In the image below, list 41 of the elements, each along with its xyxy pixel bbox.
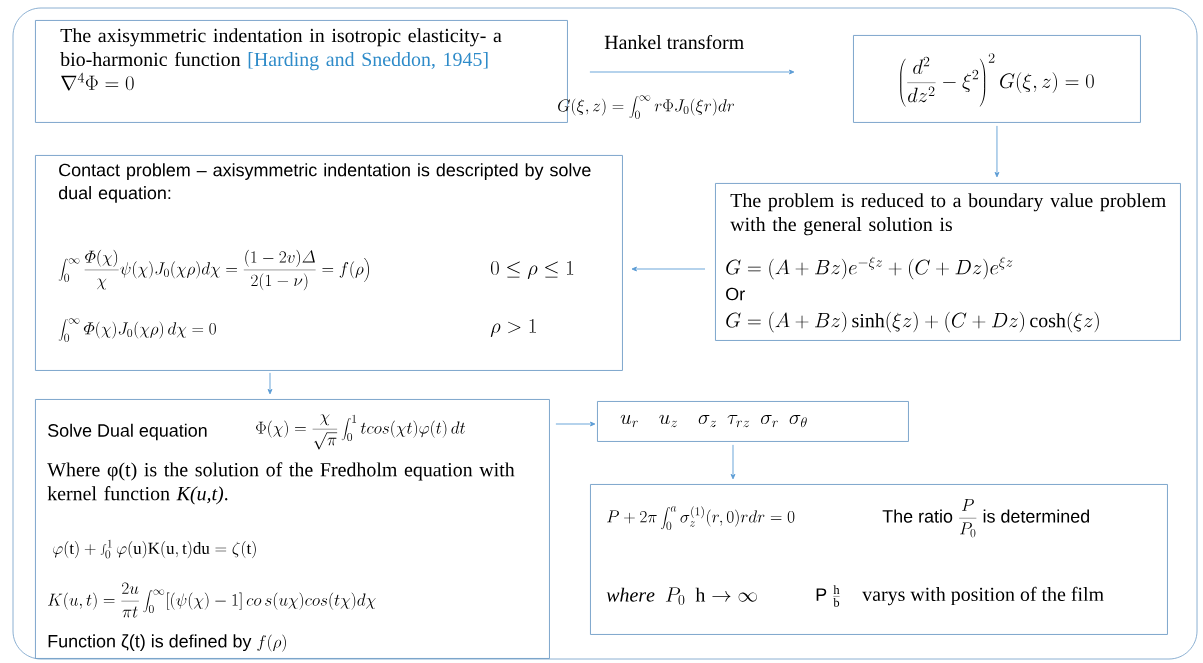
equation: $\mathit{where}\ \ P_0\ \ \mathrm{h}\rightarrow\infty$ <box>606 587 757 605</box>
arrow <box>730 444 736 480</box>
arrow <box>994 125 1000 178</box>
equation: $\int_0^\infty\mathnormal{\Phi}(\chi)J_0(\chi\rho)\,d\chi=0$ <box>58 318 216 342</box>
process-box <box>35 399 550 659</box>
equation: $\left(\frac{d^2}{dz^2}-\xi^2\right)^2 G(\xi,z)=0$ <box>900 53 1094 107</box>
equation: $\varphi(\mathrm{t})+\int_0^1\varphi(\mathrm{u})\mathrm{K}(\mathrm{u,t})\mathrm{du}=\zeta(\mathrm{t})$ <box>53 539 256 559</box>
process-box <box>597 401 909 442</box>
equation: $G=(A+Bz)e^{-\xi z}+(C+Dz)e^{\xi z}$ <box>726 256 1013 280</box>
equation: $G(\xi,z)=\int_0^\infty r\Phi J_0(\xi r)dr$ <box>558 95 735 119</box>
description-text: Or <box>726 287 745 301</box>
equation: P $\frac{\mathrm{h}}{\mathrm{b}}$ <box>816 585 840 607</box>
node-label: The axisymmetric indentation in isotropic elasticity- a <box>60 28 502 47</box>
equation: $\int_0^\infty\frac{\mathnormal{\Phi}(\chi)}{\chi}\psi(\chi)J_0(\chi\rho)d\chi=\frac{(1-2v)\mathnormal{\Delta}}{2(1-\nu)}=f(\rho\biggr)$ <box>58 249 369 291</box>
edge-label: Hankel transform <box>603 33 746 51</box>
arrow <box>631 266 706 272</box>
process-box <box>35 155 623 371</box>
condition-text: $0\le\rho\le 1$ <box>491 261 574 280</box>
equation: $\Phi(\chi)=\frac{\chi}{\sqrt{\pi}}\int_0^1 tcos(\chi t)\varphi(t)\,dt$ <box>256 414 466 450</box>
node-label: bio-harmonic function <box>60 51 241 67</box>
description-text: Where φ(t) is the solution of the Fredholm equation with kernel function K(u,t). <box>47 462 515 505</box>
equation: $K(u,t)=\frac{2u}{\pi t}\int_0^\infty[(\psi(\chi)-1]\,co\,s(u\chi)cos(t\chi)d\chi$ <box>48 582 376 618</box>
description-text: The problem is reduced to a boundary value problem with the general solution is <box>730 193 1166 236</box>
description-text: The ratio $\frac{P}{P_0}$ is determined <box>882 499 1089 538</box>
arrow <box>589 69 795 75</box>
description-text: Solve Dual equation <box>48 423 207 441</box>
description-text: varys with position of the film <box>862 586 1104 606</box>
equation: $u_r\quad u_z\quad \sigma_z\ \ \tau_{rz}\ \ \sigma_r\ \ \sigma_\theta$ <box>620 414 807 428</box>
arrow <box>555 421 596 427</box>
description-text: The axisymmetric indentation in isotropic elasticity- a bio-harmonic function [Harding and Sneddon, 1945] $\nabla^4\Phi=0$ <box>60 28 502 91</box>
process-box <box>715 183 1181 341</box>
arrow <box>267 372 273 395</box>
description-text: Contact problem – axisymmetric indentation is descripted by solve dual equation: <box>58 163 591 203</box>
equation: $G=(A+Bz)\sinh(\xi z)+(C+Dz)\cosh(\xi z)$ <box>726 311 1099 333</box>
equation: $P+2\pi\int_0^a\sigma_z^{(1)}(r,0)rdr=0$ <box>607 506 795 530</box>
node-label: [Harding and Sneddon, 1945] <box>248 52 488 71</box>
node-label: $\nabla^4\Phi=0$ <box>61 72 134 91</box>
condition-text: $\rho>1$ <box>490 319 536 338</box>
process-box <box>853 35 1141 123</box>
process-box <box>590 484 1168 635</box>
description-text: Function ζ(t) is defined by $f(\rho)$ <box>48 634 286 652</box>
